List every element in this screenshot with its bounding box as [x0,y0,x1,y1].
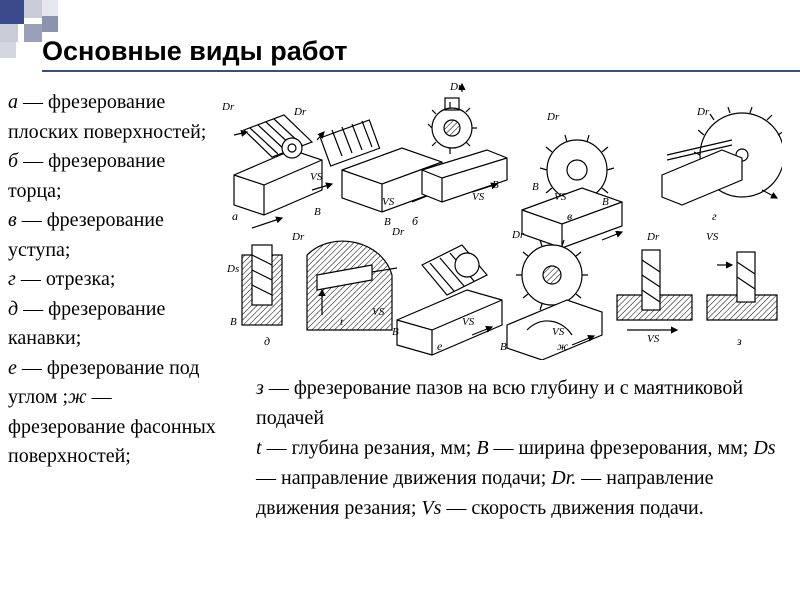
legend-symbols: t — глубина резания, мм; B — ширина фрез… [256,433,776,523]
label-B: B [500,341,507,353]
label-vs: VS [706,231,719,243]
legend-letter: д [8,297,19,320]
corner-square [42,0,58,16]
label-dr: Dr [293,106,307,118]
legend-item-b: б — фрезерование торца; [8,147,223,206]
legend-letter: з [256,377,264,399]
corner-square [0,24,18,42]
page-title: Основные виды работ [42,36,348,66]
legend-item-e-zh: е — фрезерование под углом ;ж — фрезеров… [8,354,223,472]
symbol-vs: Vs [421,497,442,519]
legend-letter: б [8,150,19,172]
legend-left: а — фрезерование плоских поверхностей; б… [8,88,223,472]
legend-letter: г [8,268,16,290]
label-dr: Dr [391,226,405,238]
diagram-b [316,119,443,213]
legend-item-v: в — фрезерование уступа; [8,206,223,265]
legend-text: — глубина резания, мм; [261,437,477,459]
milling-operations-figure: а б в г д е ж з Dr Dr Dr Dr Dr Dr Dr Dr … [222,81,782,360]
label-B: B [602,196,609,208]
diagram-g [661,106,782,206]
label-vs: VS [554,191,567,203]
legend-text: — направление движения резания; [256,467,714,519]
legend-text: — фрезерование канавки; [8,297,166,350]
legend-item-d: д — фрезерование канавки; [8,295,223,354]
label-zh: ж [557,339,568,353]
label-vs: VS [552,326,565,338]
label-dr: Dr [449,81,463,93]
label-z: з [736,334,742,348]
label-t: t [340,316,344,328]
legend-text: — фрезерование под углом ; [8,356,200,409]
legend-item-a: а — фрезерование плоских поверхностей; [8,88,223,147]
legend-text: — фрезерование торца; [8,150,166,202]
corner-square [24,0,42,18]
legend-text: — фрезерование фасонных поверхностей; [8,386,216,467]
legend-item-g: г — отрезка; [8,265,223,295]
label-vs: VS [372,306,385,318]
legend-text: — отрезка; [15,268,116,290]
label-v: в [567,209,572,223]
legend-text: — ширина фрезерования, мм; [488,437,754,459]
symbol-t: t [256,437,262,459]
diagram-z [616,249,778,334]
label-ds: Ds [226,263,239,275]
legend-text: — скорость движения подачи. [441,497,704,519]
label-dr: Dr [222,101,235,113]
diagram-v [421,82,508,203]
legend-text: — направление движения подачи; [256,467,552,489]
label-a: а [232,209,238,223]
label-b: б [412,214,419,228]
corner-square [0,0,24,24]
symbol-dr: Dr. [551,467,577,489]
symbol-ds: Ds [753,437,776,459]
label-dr: Dr [511,229,525,241]
label-g: г [712,209,717,223]
label-vs: VS [462,316,475,328]
label-vs: VS [382,196,395,208]
label-vs: VS [647,333,660,345]
legend-item-z: з — фрезерование пазов на всю глубину и … [256,373,776,433]
legend-text: — фрезерование пазов на всю глубину и с … [256,377,744,429]
symbol-b: B [476,437,489,459]
corner-square [24,24,42,42]
label-B: B [314,206,321,218]
legend-letter: е [8,356,17,379]
legend-letter: ж [68,386,87,408]
legend-text: — фрезерование плоских поверхностей; [8,91,207,143]
diagram-d [241,240,398,331]
diagram-a [233,114,334,229]
label-dr: Dr [291,231,305,243]
label-e: е [437,339,443,353]
legend-bottom: з — фрезерование пазов на всю глубину и … [256,373,776,523]
diagram-zh [506,239,603,360]
legend-text: — фрезерование уступа; [8,209,164,261]
label-vs: VS [472,191,485,203]
label-B: B [532,181,539,193]
label-dr: Dr [696,106,710,118]
legend-letter: в [8,209,17,231]
label-B: B [384,216,391,228]
label-vs: VS [310,171,323,183]
corner-square [42,16,58,32]
legend-letter: а [8,91,18,113]
label-dr: Dr [546,111,560,123]
label-d: д [264,334,270,348]
label-B: B [392,326,399,338]
label-B: B [492,179,499,191]
corner-square [0,42,16,58]
diagram-gear-cutter [521,134,624,249]
title-underline [42,70,800,72]
diagram-e [396,244,503,356]
label-B: B [230,316,237,328]
label-dr: Dr [646,231,660,243]
